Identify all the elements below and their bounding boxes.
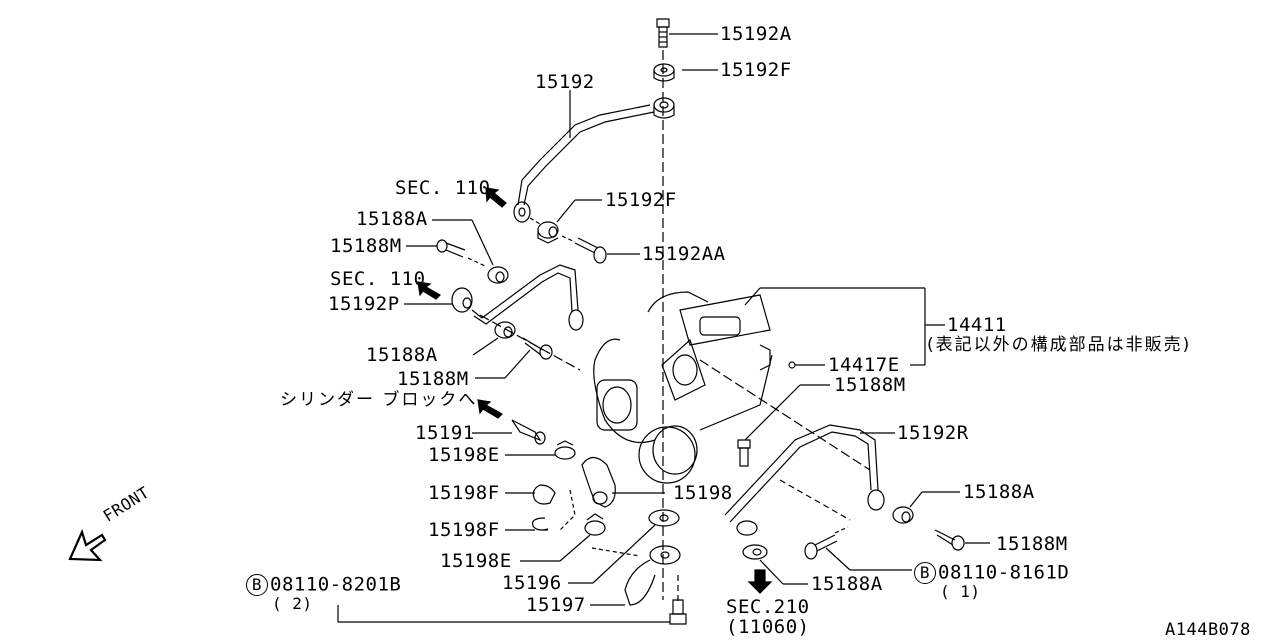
- label-15192F-mid[interactable]: 15192F: [605, 189, 677, 211]
- label-15188M-4[interactable]: 15188M: [996, 533, 1068, 555]
- label-15192P[interactable]: 15192P: [328, 293, 400, 315]
- diagram-id-code: A144B078: [1165, 620, 1251, 640]
- label-not-sold-separately: (表記以外の構成部品は非販売): [927, 335, 1192, 355]
- label-sec210-sub: (11060): [726, 616, 810, 638]
- pipe-15192P: [452, 265, 583, 330]
- label-15192AA[interactable]: 15192AA: [642, 243, 726, 265]
- label-15196[interactable]: 15196: [502, 572, 562, 594]
- arrow-sec110-a: [486, 188, 506, 207]
- label-15198E-1[interactable]: 15198E: [428, 444, 500, 466]
- label-bolt-08110-8201B-qty: ( 2): [272, 594, 313, 613]
- label-14411[interactable]: 14411: [947, 314, 1007, 336]
- pipe-15192: [514, 98, 674, 222]
- label-15197[interactable]: 15197: [526, 594, 586, 616]
- label-15188A-3[interactable]: 15188A: [963, 481, 1035, 503]
- label-15198F-2[interactable]: 15198F: [428, 519, 500, 541]
- label-15192[interactable]: 15192: [535, 71, 595, 93]
- label-15192R[interactable]: 15192R: [897, 422, 969, 444]
- label-15198[interactable]: 15198: [673, 482, 733, 504]
- label-14417E[interactable]: 14417E: [828, 354, 900, 376]
- label-sec210[interactable]: SEC.210: [726, 596, 810, 618]
- bolt-symbol-icon: B: [246, 574, 268, 596]
- hose-15198: [582, 458, 615, 508]
- washer-15188A-1: [488, 267, 508, 283]
- label-15198E-2[interactable]: 15198E: [440, 550, 512, 572]
- bolt-code: 08110-8201B: [270, 573, 402, 596]
- bolt-15192AA: [575, 238, 606, 263]
- bolt-code: 08110-8161D: [938, 561, 1070, 584]
- bolt-15188M-4: [935, 530, 964, 550]
- bolt-15188M-3: [738, 440, 750, 466]
- arrow-cylinder-block: [478, 400, 502, 418]
- label-to-cylinder-block: シリンダー ブロックへ: [280, 390, 478, 410]
- bolt-15192A: [657, 19, 669, 47]
- label-bolt-08110-8161D-qty: ( 1): [940, 582, 981, 601]
- bolt-08110-8201B: [670, 600, 686, 624]
- washer-15188A-3: [893, 507, 913, 523]
- label-15188M-1[interactable]: 15188M: [330, 235, 402, 257]
- pipe-15197: [625, 546, 680, 605]
- label-15192F-top[interactable]: 15192F: [720, 59, 792, 81]
- label-15188A-2[interactable]: 15188A: [366, 344, 438, 366]
- bolt-15188M-1: [437, 240, 465, 257]
- clamp-15198E-1: [555, 441, 575, 459]
- arrow-sec210: [749, 570, 771, 593]
- turbocharger-14411: [594, 292, 772, 483]
- arrow-sec110-b: [418, 282, 440, 299]
- label-15188M-3[interactable]: 15188M: [834, 374, 906, 396]
- label-sec110-b[interactable]: SEC. 110: [330, 268, 426, 290]
- label-15188M-2[interactable]: 15188M: [397, 368, 469, 390]
- pipe-15192R: [725, 425, 884, 535]
- bolt-08110-8161D: [805, 535, 837, 559]
- label-15188A-4[interactable]: 15188A: [811, 573, 883, 595]
- bolt-symbol-icon: B: [914, 562, 936, 584]
- label-15191[interactable]: 15191: [415, 422, 475, 444]
- label-15188A-1[interactable]: 15188A: [356, 208, 428, 230]
- bolt-15188M-2: [523, 338, 552, 359]
- clip-15198F-1: [533, 485, 555, 504]
- front-arrow-icon: [70, 532, 105, 560]
- label-15198F-1[interactable]: 15198F: [428, 482, 500, 504]
- gasket-15196: [649, 510, 679, 526]
- washer-15192F-top: [654, 64, 674, 81]
- washer-15192F-mid: [538, 222, 558, 243]
- clamp-15198E-2: [585, 514, 605, 535]
- washer-15188A-4: [743, 545, 767, 559]
- clip-15198F-2: [533, 518, 549, 530]
- connector-15191: [512, 420, 545, 444]
- label-15192A[interactable]: 15192A: [720, 23, 792, 45]
- label-sec110-a[interactable]: SEC. 110: [395, 177, 491, 199]
